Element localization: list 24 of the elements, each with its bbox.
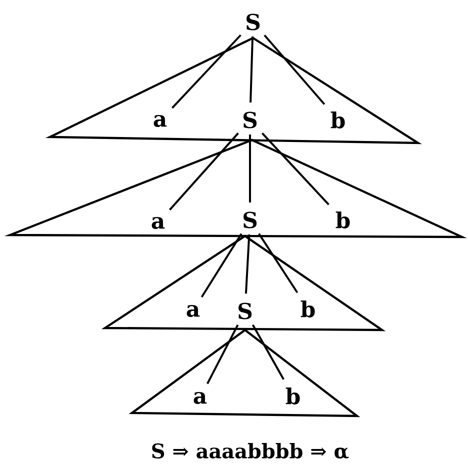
tree-symbol: a [194,392,207,404]
tree-symbol: S [238,302,252,320]
tree-branch [262,132,330,206]
tree-symbol: S [246,14,260,30]
tree-symbol: b [330,112,345,128]
tree-symbol: b [300,300,315,318]
tree-branch [172,34,242,109]
tree-branch [264,34,326,105]
tree-branch [200,233,242,298]
tree-branch [249,134,251,202]
tree-symbol: a [186,305,200,317]
tree-branch [250,36,254,103]
tree-branch [252,324,284,380]
tree-branch [258,233,298,294]
tree-symbol: b [336,212,350,228]
tree-branch [169,132,239,210]
tree-symbol: b [286,388,300,404]
tree-symbol: a [152,217,165,229]
tree-symbol: S [244,212,257,228]
tree-branch [206,324,239,384]
tree-symbol: a [154,115,167,127]
caption: S ⇒ aaaabbbb ⇒ α [152,443,349,458]
tree-branch [244,234,250,294]
tree-symbol: S [244,112,257,128]
